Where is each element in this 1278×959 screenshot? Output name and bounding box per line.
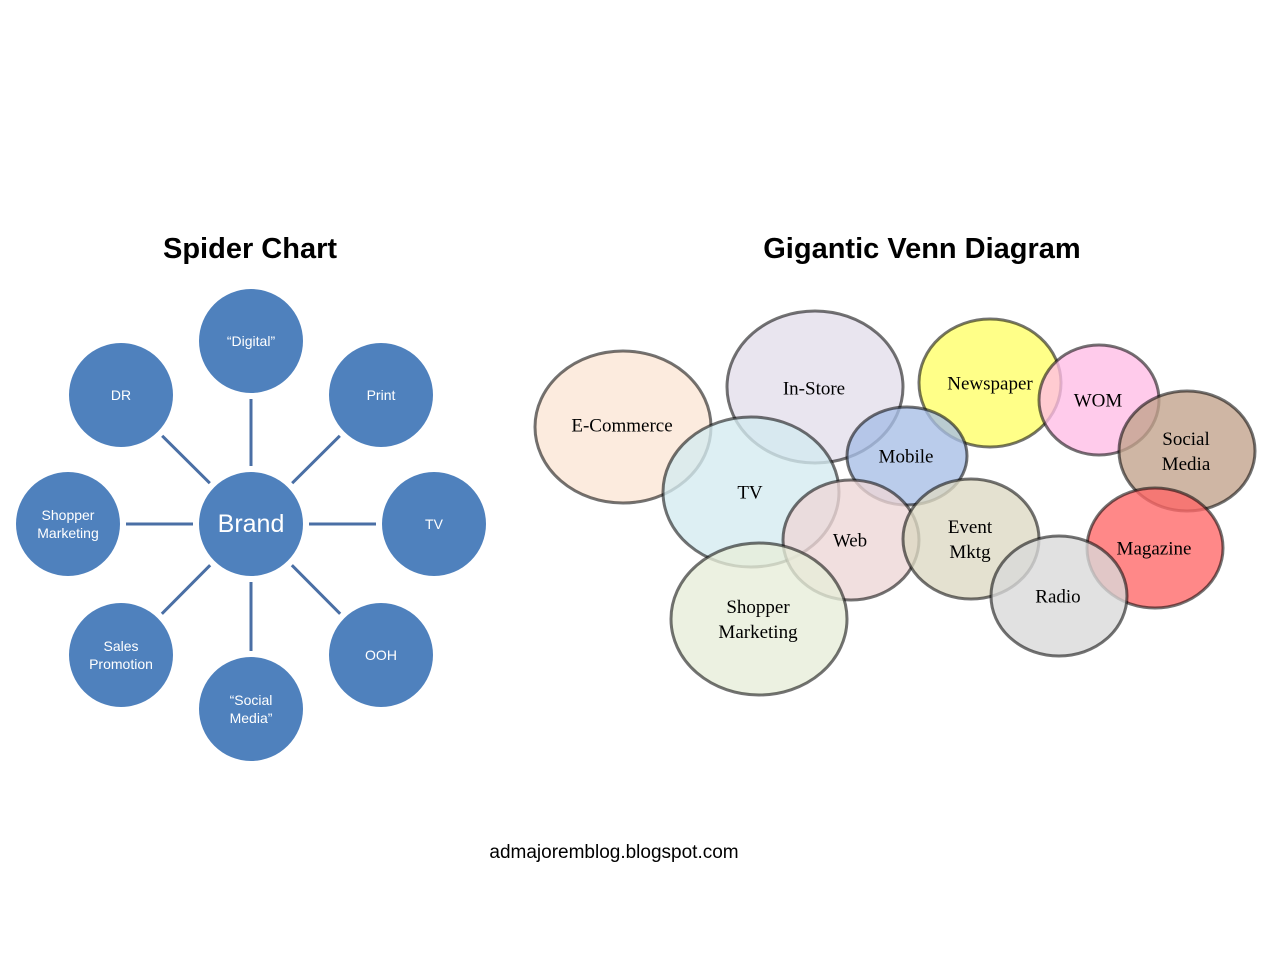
footer-url: admajoremblog.blogspot.com — [489, 842, 738, 863]
venn-label-e-commerce: E-Commerce — [571, 416, 672, 437]
spider-node-label: DR — [111, 387, 131, 403]
spider-node-label: Print — [367, 387, 396, 403]
spider-hub: Brand — [199, 472, 303, 576]
spider-node-label: “Digital” — [227, 333, 276, 349]
venn-ellipse — [669, 541, 849, 697]
spider-node-circle — [382, 472, 486, 576]
spider-node-circle — [69, 343, 173, 447]
venn-diagram-title: Gigantic Venn Diagram — [763, 233, 1080, 265]
spider-node-print: Print — [329, 343, 433, 447]
venn-ellipse — [989, 534, 1129, 658]
venn-label-newspaper: Newspaper — [947, 374, 1033, 395]
spider-node-circle — [16, 472, 120, 576]
spider-connector-sales-promotion — [160, 564, 212, 615]
spider-connector-ooh — [290, 564, 342, 615]
spider-node-label: OOH — [365, 647, 397, 663]
spider-connectors — [126, 399, 376, 651]
spider-node-circle — [69, 603, 173, 707]
spider-node-dr: DR — [69, 343, 173, 447]
venn-label-magazine: Magazine — [1117, 539, 1192, 560]
spider-node-circle — [199, 289, 303, 393]
spider-node-circle — [329, 343, 433, 447]
spider-hub-circle — [199, 472, 303, 576]
venn-label-web: Web — [833, 531, 867, 552]
spider-node-circle — [199, 657, 303, 761]
venn-label-tv: TV — [737, 483, 763, 504]
spider-hub-label: Brand — [218, 510, 285, 538]
spider-connector-dr — [161, 434, 211, 485]
venn-set-radio: Radio — [989, 534, 1129, 658]
venn-label-in-store: In-Store — [783, 379, 845, 400]
spider-node-label: TV — [425, 516, 444, 532]
venn-label-mobile: Mobile — [879, 447, 934, 468]
spider-node-digital: “Digital” — [199, 289, 303, 393]
spider-node-tv: TV — [382, 472, 486, 576]
venn-label-wom: WOM — [1074, 391, 1123, 412]
spider-node-ooh: OOH — [329, 603, 433, 707]
spider-node-circle — [329, 603, 433, 707]
spider-connector-print — [291, 434, 341, 485]
venn-label-radio: Radio — [1035, 587, 1080, 608]
spider-chart-title: Spider Chart — [163, 233, 337, 265]
